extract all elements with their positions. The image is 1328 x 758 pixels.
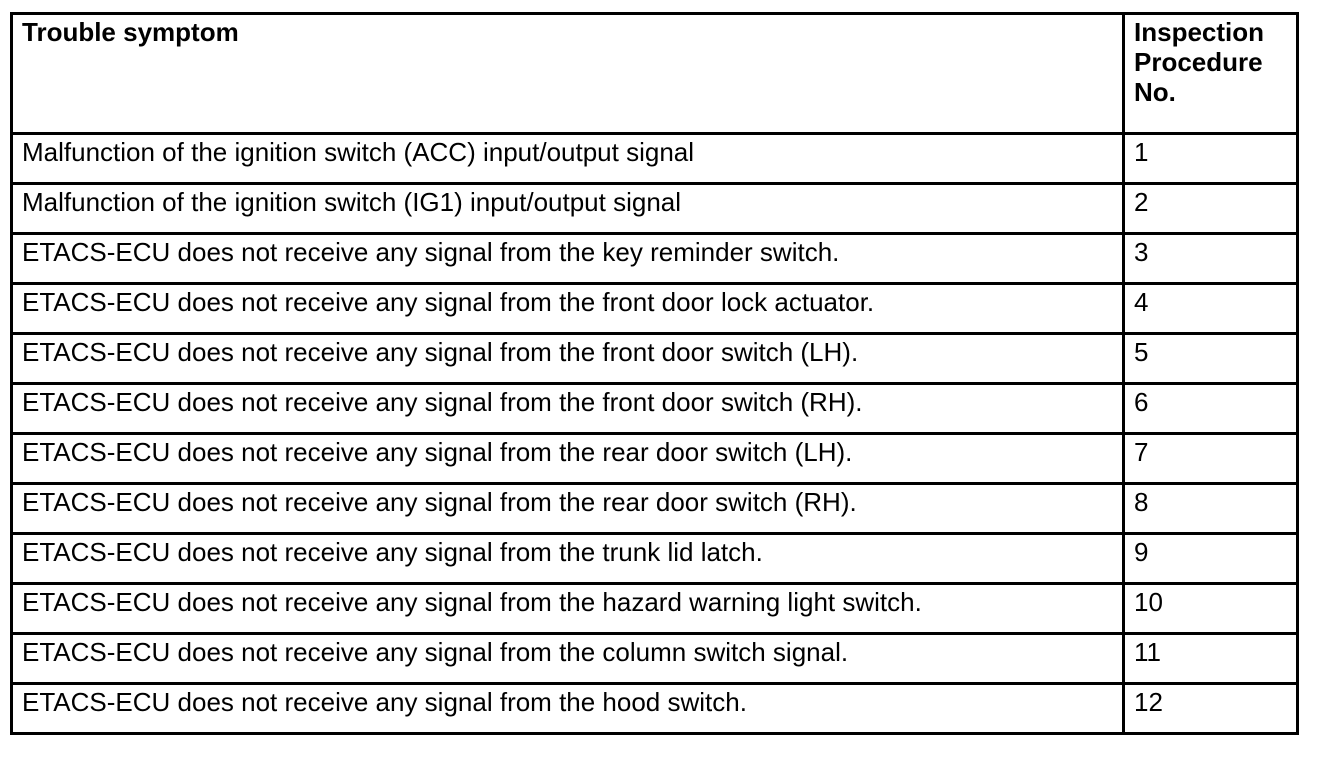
table-row: ETACS-ECU does not receive any signal fr… — [10, 582, 1299, 635]
table-row: ETACS-ECU does not receive any signal fr… — [10, 532, 1299, 585]
procedure-no-cell: 4 — [1122, 282, 1299, 335]
table-header: Trouble symptom Inspection Procedure No. — [10, 12, 1299, 135]
column-header-trouble-symptom: Trouble symptom — [10, 12, 1125, 135]
table-row: ETACS-ECU does not receive any signal fr… — [10, 682, 1299, 735]
symptom-cell: ETACS-ECU does not receive any signal fr… — [10, 482, 1125, 535]
procedure-no-cell: 10 — [1122, 582, 1299, 635]
header-row: Trouble symptom Inspection Procedure No. — [10, 12, 1299, 135]
table-row: ETACS-ECU does not receive any signal fr… — [10, 432, 1299, 485]
procedure-no-cell: 6 — [1122, 382, 1299, 435]
procedure-no-cell: 11 — [1122, 632, 1299, 685]
procedure-no-cell: 8 — [1122, 482, 1299, 535]
symptom-cell: ETACS-ECU does not receive any signal fr… — [10, 282, 1125, 335]
symptom-cell: ETACS-ECU does not receive any signal fr… — [10, 232, 1125, 285]
table-row: ETACS-ECU does not receive any signal fr… — [10, 232, 1299, 285]
table-body: Malfunction of the ignition switch (ACC)… — [10, 132, 1299, 735]
column-header-inspection-procedure-no: Inspection Procedure No. — [1122, 12, 1299, 135]
procedure-no-cell: 5 — [1122, 332, 1299, 385]
procedure-no-cell: 2 — [1122, 182, 1299, 235]
symptom-cell: ETACS-ECU does not receive any signal fr… — [10, 532, 1125, 585]
symptom-cell: ETACS-ECU does not receive any signal fr… — [10, 332, 1125, 385]
table-row: Malfunction of the ignition switch (IG1)… — [10, 182, 1299, 235]
symptom-cell: ETACS-ECU does not receive any signal fr… — [10, 382, 1125, 435]
table-row: ETACS-ECU does not receive any signal fr… — [10, 332, 1299, 385]
table-row: ETACS-ECU does not receive any signal fr… — [10, 482, 1299, 535]
procedure-no-cell: 1 — [1122, 132, 1299, 185]
symptom-cell: Malfunction of the ignition switch (ACC)… — [10, 132, 1125, 185]
symptom-cell: ETACS-ECU does not receive any signal fr… — [10, 582, 1125, 635]
procedure-no-cell: 12 — [1122, 682, 1299, 735]
symptom-cell: Malfunction of the ignition switch (IG1)… — [10, 182, 1125, 235]
procedure-no-cell: 3 — [1122, 232, 1299, 285]
symptom-cell: ETACS-ECU does not receive any signal fr… — [10, 682, 1125, 735]
symptom-cell: ETACS-ECU does not receive any signal fr… — [10, 432, 1125, 485]
trouble-symptom-table: Trouble symptom Inspection Procedure No.… — [10, 12, 1299, 735]
table-row: ETACS-ECU does not receive any signal fr… — [10, 632, 1299, 685]
table-row: ETACS-ECU does not receive any signal fr… — [10, 382, 1299, 435]
table-row: Malfunction of the ignition switch (ACC)… — [10, 132, 1299, 185]
procedure-no-cell: 9 — [1122, 532, 1299, 585]
table-row: ETACS-ECU does not receive any signal fr… — [10, 282, 1299, 335]
symptom-cell: ETACS-ECU does not receive any signal fr… — [10, 632, 1125, 685]
procedure-no-cell: 7 — [1122, 432, 1299, 485]
